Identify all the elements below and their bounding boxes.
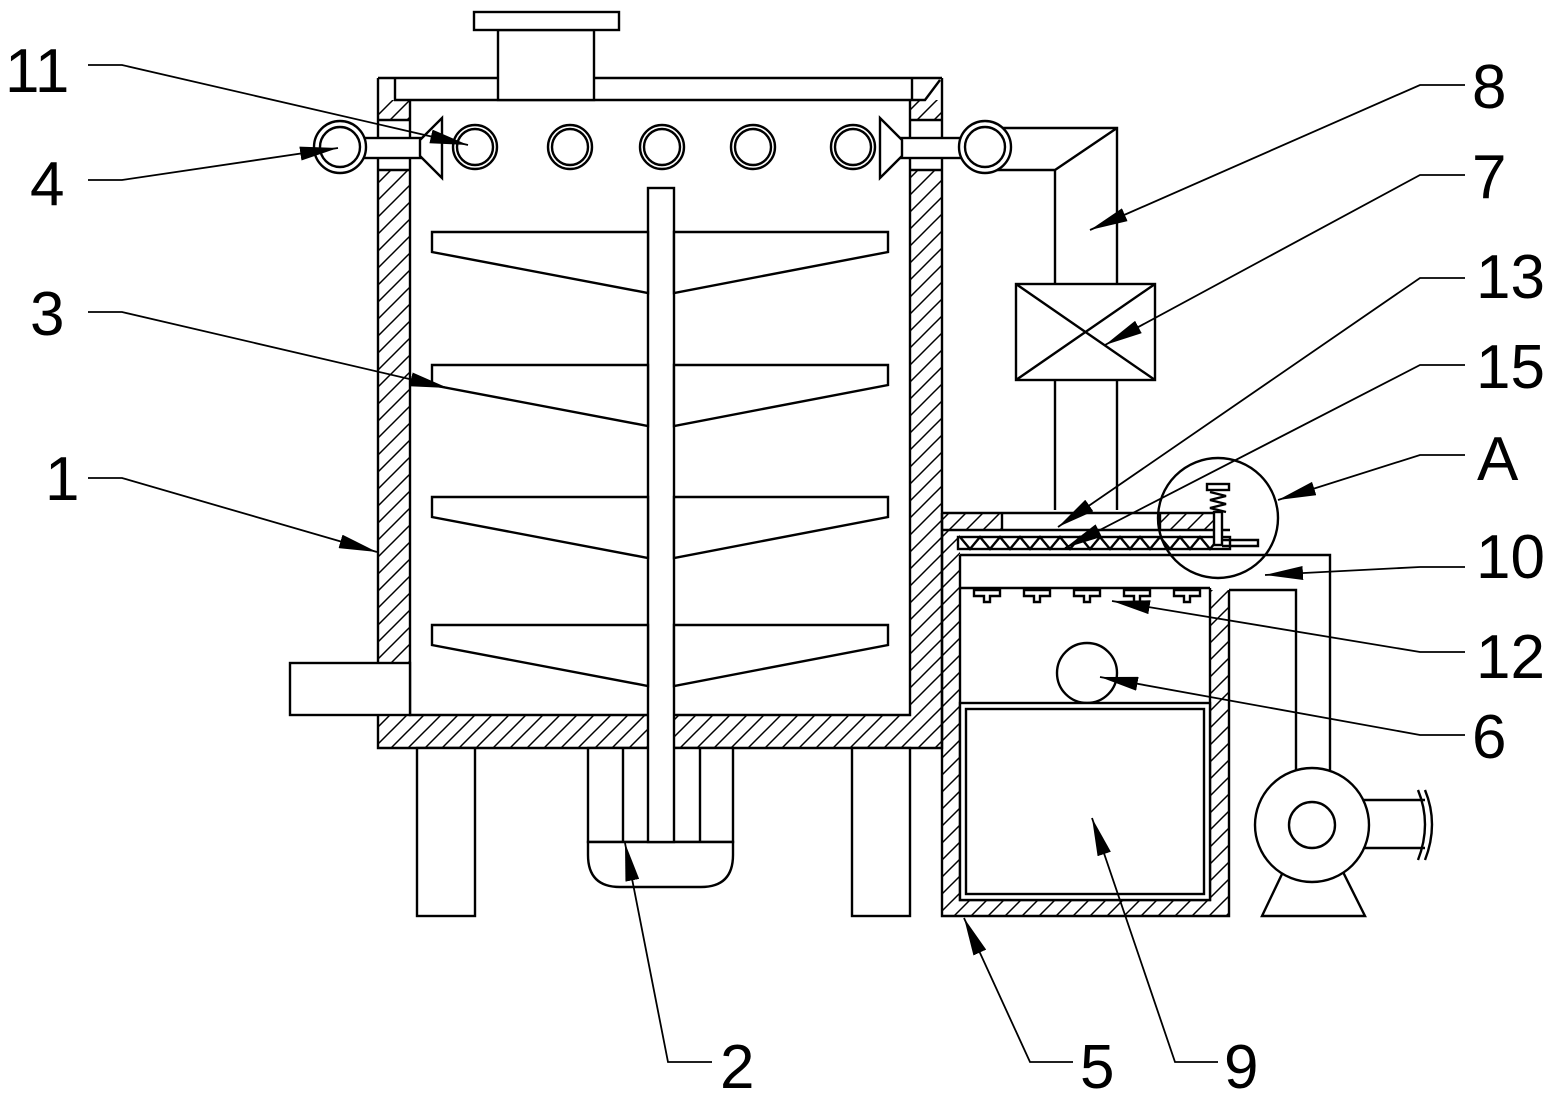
- paddle: [672, 230, 890, 295]
- connecting-pipe: [960, 553, 1332, 770]
- paddle: [430, 230, 650, 295]
- callout-label: 2: [720, 1033, 754, 1099]
- leader-4: [88, 146, 339, 181]
- paddle: [430, 623, 650, 688]
- sensor-circle: [1055, 641, 1119, 705]
- leader-12: [1111, 600, 1465, 653]
- leader-6: [1099, 676, 1465, 736]
- leader-8: [1089, 84, 1465, 231]
- pump: [1253, 766, 1434, 918]
- callout-label: 4: [30, 150, 64, 219]
- stirring-paddles: [430, 230, 890, 688]
- spray-nozzles: [451, 123, 877, 171]
- paddle: [672, 623, 890, 688]
- leader-7: [1104, 174, 1465, 346]
- leader-5: [963, 917, 1073, 1063]
- stirring-shaft: [646, 186, 676, 844]
- paddle: [430, 495, 650, 560]
- leader-lines: [88, 64, 1465, 1063]
- detail-a: [1156, 456, 1280, 580]
- callout-label: 1: [45, 445, 79, 514]
- support-legs: [415, 746, 912, 918]
- callout-label: 13: [1476, 243, 1545, 312]
- detail-circle: [1156, 456, 1280, 580]
- leader-13: [1057, 277, 1465, 528]
- callout-label: 10: [1476, 523, 1545, 592]
- callout-label: 12: [1476, 623, 1545, 692]
- callout-label: 5: [1080, 1033, 1114, 1099]
- paddle: [672, 495, 890, 560]
- return-pipe: [997, 126, 1119, 510]
- callout-labels: 11 4 3 1 2 5 9 8 7 13 15 A 10 12 6: [5, 37, 1545, 1099]
- leader-11: [88, 64, 469, 146]
- filter-mesh: [956, 535, 1232, 551]
- callout-label: A: [1477, 425, 1519, 494]
- callout-label: 15: [1476, 333, 1545, 402]
- paddle: [672, 363, 890, 428]
- callout-label: 8: [1472, 53, 1506, 122]
- leader-2: [624, 842, 712, 1063]
- callout-label: 6: [1472, 703, 1506, 772]
- collection-tank: [958, 701, 1212, 902]
- callout-label: 7: [1472, 143, 1506, 212]
- callout-label: 9: [1224, 1033, 1258, 1099]
- side-nozzle-right: [878, 115, 904, 181]
- valve-box: [1014, 282, 1157, 382]
- leader-10: [1264, 566, 1465, 581]
- callout-label: 3: [30, 280, 64, 349]
- leader-3: [88, 311, 449, 389]
- leader-1: [88, 477, 378, 553]
- inlet-pipe: [472, 10, 621, 102]
- leader-15: [1064, 364, 1465, 549]
- discharge-pipe: [288, 661, 412, 717]
- callout-label: 11: [5, 37, 69, 106]
- leader-a: [1277, 454, 1465, 501]
- leader-9: [1091, 817, 1218, 1063]
